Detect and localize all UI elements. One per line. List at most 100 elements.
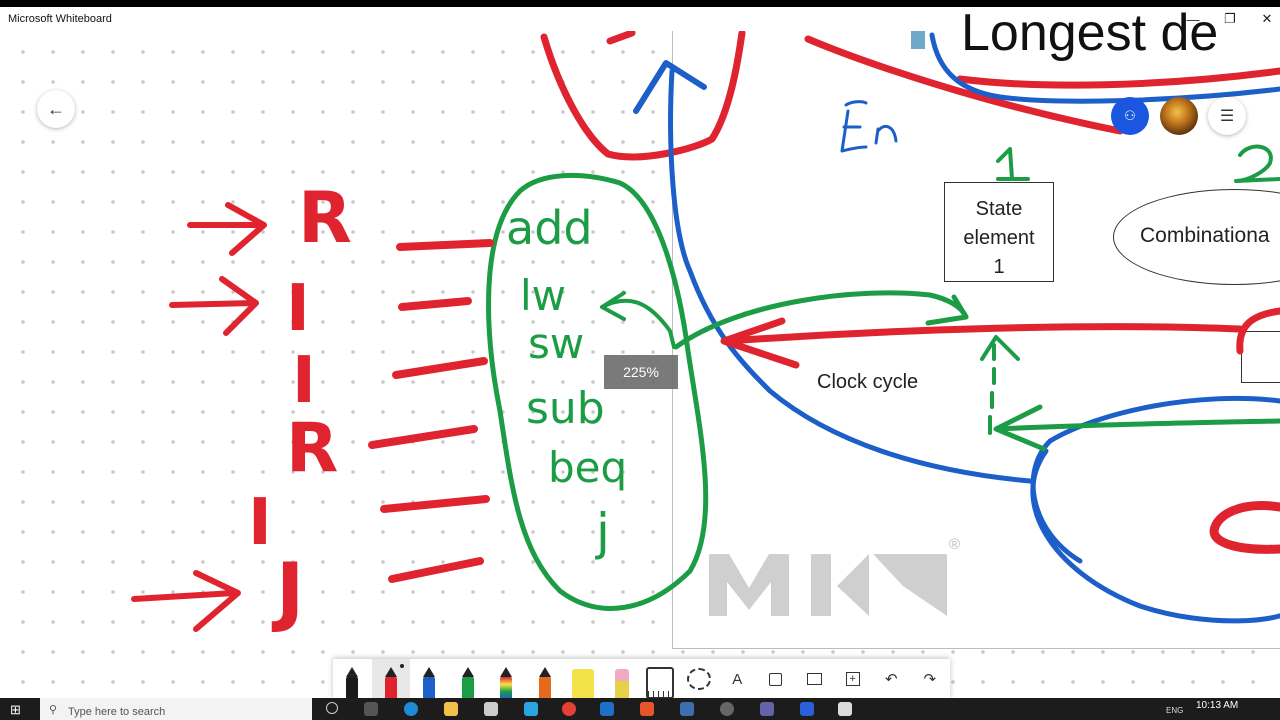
whiteboard-window: Microsoft Whiteboard — ❐ ✕ Longest de St… xyxy=(0,7,1280,698)
sticky-note-icon xyxy=(769,672,783,686)
red-pen-tool[interactable] xyxy=(371,659,410,698)
registered-mark: ® xyxy=(949,536,961,553)
outlook-icon[interactable] xyxy=(600,702,614,716)
lasso-tool[interactable] xyxy=(680,659,719,698)
taskbar-clock[interactable]: 10:13 AM xyxy=(1196,700,1239,711)
selected-dot xyxy=(400,664,404,668)
whiteboard-taskbar-icon[interactable] xyxy=(800,702,814,716)
insert-tool[interactable]: + xyxy=(834,659,873,698)
image-icon xyxy=(806,673,822,685)
lasso-icon xyxy=(686,668,711,690)
user-avatar[interactable] xyxy=(1160,97,1198,135)
orange-pen-tool[interactable] xyxy=(526,659,565,698)
whiteboard-canvas[interactable]: Longest de State element 1 Combinationa … xyxy=(0,7,1280,698)
highlighter-tool[interactable] xyxy=(564,659,603,698)
title-bar: Microsoft Whiteboard — ❐ ✕ xyxy=(0,7,1280,31)
hw-list-j: j xyxy=(596,503,610,561)
chrome-icon[interactable] xyxy=(562,702,576,716)
hw-list-lw: lw xyxy=(520,271,567,320)
app-icon-gray[interactable] xyxy=(720,702,734,716)
store-icon[interactable] xyxy=(484,702,498,716)
windows-start-icon[interactable]: ⊞ xyxy=(10,702,21,717)
app-icon-white[interactable] xyxy=(838,702,852,716)
green-ink-line-to-list xyxy=(600,298,676,349)
hw-left-5: I xyxy=(248,486,272,560)
red-ink-dash-5 xyxy=(380,495,490,513)
state-element-line3: 1 xyxy=(993,256,1005,278)
hw-left-4: R xyxy=(286,409,339,488)
red-ink-dash-1 xyxy=(396,239,494,251)
rainbow-pen-tool[interactable] xyxy=(487,659,526,698)
mail-icon[interactable] xyxy=(524,702,538,716)
file-explorer-icon[interactable] xyxy=(444,702,458,716)
minimize-button[interactable]: — xyxy=(1186,11,1200,27)
edge-icon[interactable] xyxy=(404,702,418,716)
hamburger-icon: ☰ xyxy=(1219,108,1235,125)
text-glyph-icon: A xyxy=(732,670,743,688)
inking-toolbar: A + ↶ ↷ xyxy=(333,659,950,698)
red-pen-icon xyxy=(384,667,397,698)
green-ink-dotted-up xyxy=(988,343,996,435)
redo-button[interactable]: ↷ xyxy=(911,659,950,698)
text-tool[interactable]: A xyxy=(718,659,757,698)
eraser-tool[interactable] xyxy=(603,659,642,698)
ruler-tool[interactable] xyxy=(641,659,680,698)
red-ink-right-loop xyxy=(1236,307,1280,355)
red-ink-top-arrow xyxy=(606,31,636,45)
hw-left-6: J xyxy=(276,546,305,635)
task-view-icon[interactable] xyxy=(364,702,378,716)
hw-list-sw: sw xyxy=(528,319,585,368)
blue-ink-up-arrowhead xyxy=(633,60,707,114)
back-button[interactable]: ← xyxy=(37,90,75,128)
blue-ink-circle-bottom-2 xyxy=(1030,395,1280,564)
menu-button[interactable]: ☰ xyxy=(1208,97,1246,135)
red-ink-arrow-r xyxy=(187,202,267,256)
arrow-left-icon: ← xyxy=(47,98,65,119)
hw-left-2: I xyxy=(286,272,310,346)
rainbow-pen-icon xyxy=(500,667,513,698)
restore-button[interactable]: ❐ xyxy=(1224,11,1236,26)
red-ink-top-right-strokes xyxy=(804,35,1124,135)
zoom-indicator: 225% xyxy=(604,355,678,389)
undo-button[interactable]: ↶ xyxy=(872,659,911,698)
red-ink-dash-4 xyxy=(368,425,478,449)
ink-layer[interactable] xyxy=(0,31,1280,698)
hw-list-beq: beq xyxy=(548,443,628,492)
teams-icon[interactable] xyxy=(760,702,774,716)
red-ink-arrow-i xyxy=(169,276,259,336)
combinational-label: Combinationa xyxy=(1140,224,1270,247)
app-icon-red[interactable] xyxy=(640,702,654,716)
hw-left-3: I xyxy=(292,344,316,418)
mk-logo xyxy=(709,554,947,616)
state-element-box: State element 1 xyxy=(944,182,1054,282)
clock-cycle-label: Clock cycle xyxy=(817,371,919,393)
green-ink-curve-arrow xyxy=(673,290,969,350)
green-pen-tool[interactable] xyxy=(449,659,488,698)
taskbar-search-box[interactable]: ⚲ Type here to search xyxy=(40,698,312,720)
green-ink-lw-arrowhead xyxy=(600,291,626,321)
search-placeholder: Type here to search xyxy=(68,706,166,718)
slide-title-fragment: Longest de xyxy=(961,7,1219,62)
red-ink-long-arrow xyxy=(724,323,1244,345)
red-ink-dash-3 xyxy=(392,357,488,379)
cortana-icon[interactable] xyxy=(326,702,338,714)
green-ink-left-arrowhead xyxy=(993,404,1047,452)
blue-pen-tool[interactable] xyxy=(410,659,449,698)
hw-list-add: add xyxy=(506,201,593,255)
add-icon: + xyxy=(845,672,860,686)
app-icon-blue[interactable] xyxy=(680,702,694,716)
red-ink-c xyxy=(1209,501,1280,554)
red-ink-top-right-strokes-2 xyxy=(956,67,1280,89)
invite-button[interactable]: ⚇ xyxy=(1111,97,1149,135)
image-tool[interactable] xyxy=(795,659,834,698)
black-pen-tool[interactable] xyxy=(333,659,372,698)
sticky-note-tool[interactable] xyxy=(757,659,796,698)
green-ink-curve-arrowhead xyxy=(925,294,969,326)
green-ink-oval xyxy=(486,173,709,611)
person-icon: ⚇ xyxy=(1124,108,1136,123)
language-indicator[interactable]: ENG xyxy=(1166,706,1184,715)
close-button[interactable]: ✕ xyxy=(1261,11,1273,26)
window-title: Microsoft Whiteboard xyxy=(8,13,112,25)
eraser-icon xyxy=(614,669,629,698)
red-ink-top-loop xyxy=(540,31,746,161)
